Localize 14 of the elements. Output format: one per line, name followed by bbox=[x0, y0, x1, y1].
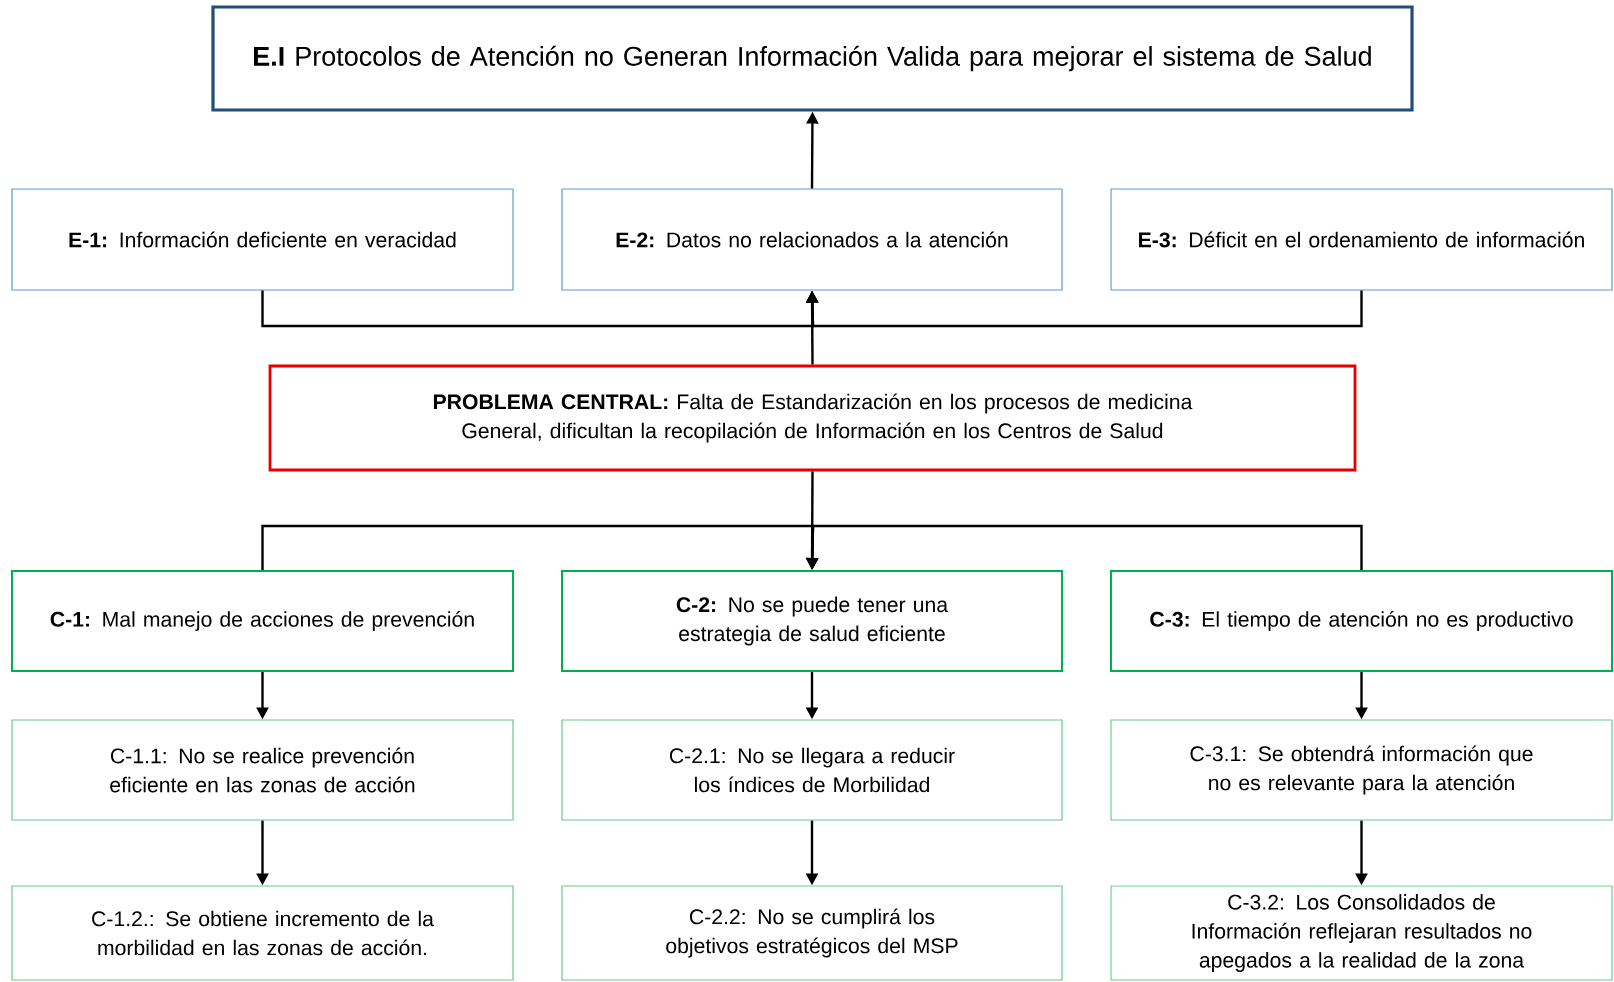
consequence-box: C-3.1: Se obtendrá información que no es relevante para la atención bbox=[1110, 719, 1613, 821]
consequence-box: C-1.1: No se realice prevención eficiente en las zonas de acción bbox=[11, 719, 514, 821]
problem-box: PROBLEMA CENTRAL: Falta de Estandarización en los procesos de medicina General, dificultan la recopilación de Información en los Centros de Salud bbox=[268, 364, 1357, 472]
consequence-box: C-1.2.: Se obtiene incremento de la morbilidad en las zonas de acción. bbox=[11, 885, 514, 981]
consequence-box: C-2.2: No se cumplirá los objetivos estratégicos del MSP bbox=[561, 885, 1063, 981]
cause-box: C-2: No se puede tener una estrategia de salud eficiente bbox=[561, 570, 1063, 672]
effect-box: E-1: Información deficiente en veracidad bbox=[11, 188, 514, 291]
effect-box: E-2: Datos no relacionados a la atención bbox=[561, 188, 1063, 291]
effect-box: E-3: Déficit en el ordenamiento de información bbox=[1110, 188, 1613, 291]
cause-box: C-1: Mal manejo de acciones de prevención bbox=[11, 570, 514, 672]
title-box: E.I Protocolos de Atención no Generan Información Valida para mejorar el sistema de Salud bbox=[211, 5, 1414, 112]
consequence-box: C-2.1: No se llegara a reducir los índices de Morbilidad bbox=[561, 719, 1063, 821]
consequence-box: C-3.2: Los Consolidados de Información reflejaran resultados no apegados a la realidad de la zona bbox=[1110, 885, 1613, 981]
cause-box: C-3: El tiempo de atención no es productivo bbox=[1110, 570, 1613, 672]
